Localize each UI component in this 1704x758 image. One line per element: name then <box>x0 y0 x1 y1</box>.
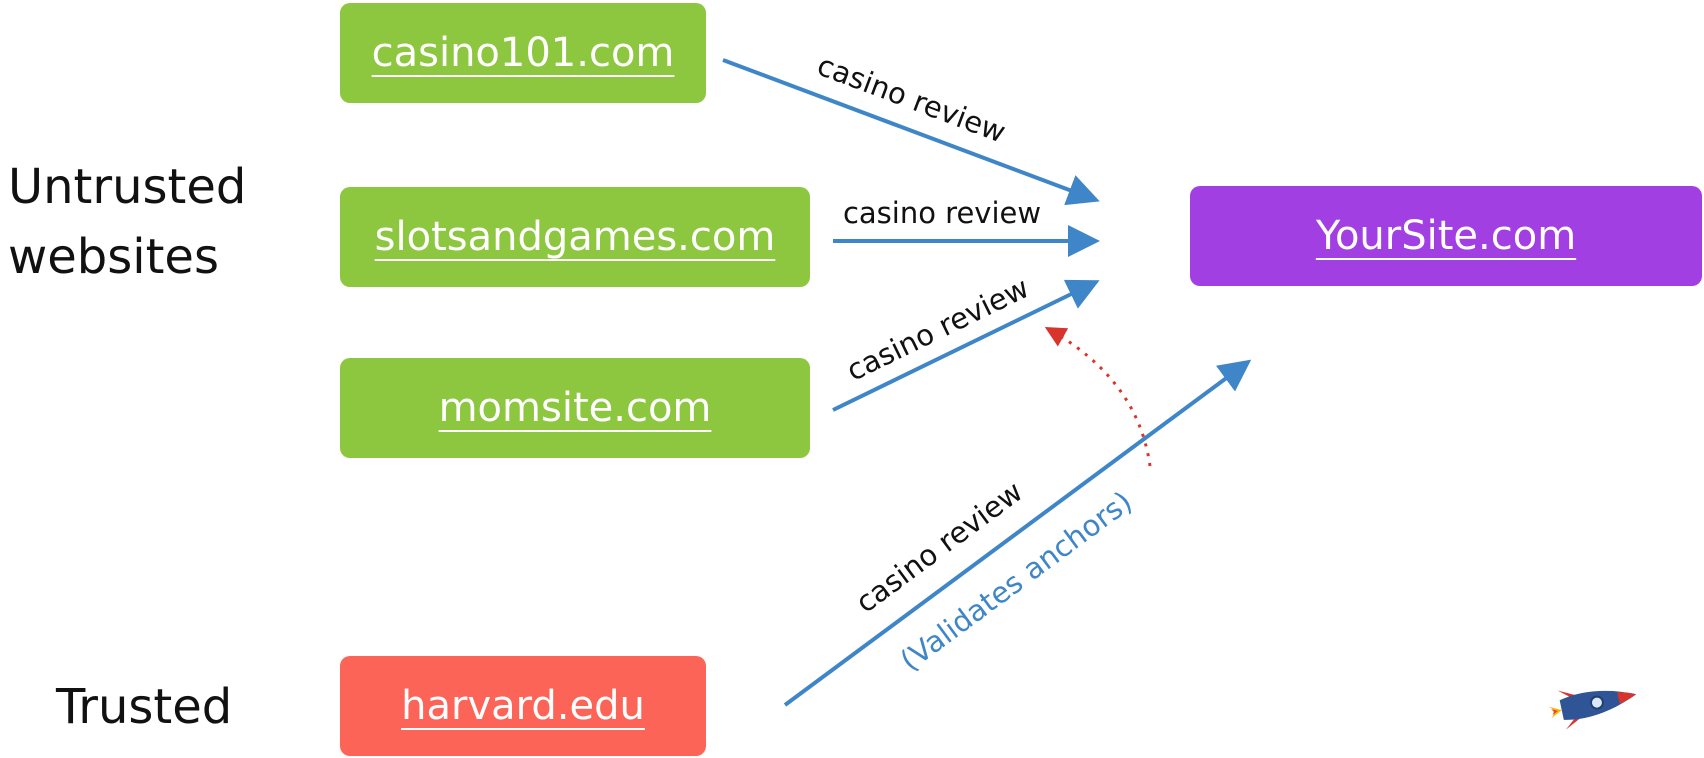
casino101-link[interactable]: casino101.com <box>371 30 675 76</box>
momsite-box: momsite.com <box>340 358 810 458</box>
harvard-link[interactable]: harvard.edu <box>401 683 645 729</box>
slotsandgames-link[interactable]: slotsandgames.com <box>374 214 776 260</box>
yoursite-box: YourSite.com <box>1190 186 1702 286</box>
rocket-icon <box>1548 690 1637 730</box>
anchor-text-momsite: casino review <box>841 270 1034 387</box>
anchor-text-slotsandgames: casino review <box>843 196 1041 230</box>
slotsandgames-box: slotsandgames.com <box>340 187 810 287</box>
trusted-group-label: Trusted <box>56 679 233 735</box>
untrusted-label-line1: Untrusted <box>8 159 247 215</box>
momsite-link[interactable]: momsite.com <box>438 385 712 431</box>
arrow-casino101-to-yoursite <box>722 58 1100 206</box>
yoursite-link[interactable]: YourSite.com <box>1315 213 1577 259</box>
validates-anchors-note: (Validates anchors) <box>894 484 1139 677</box>
anchor-text-casino101: casino review <box>813 48 1010 150</box>
untrusted-label-line2: websites <box>8 229 219 285</box>
untrusted-group-label: Untrusted websites <box>8 152 246 292</box>
arrow-momsite-to-yoursite <box>832 279 1100 412</box>
arrow-harvard-to-yoursite <box>783 359 1252 707</box>
casino101-box: casino101.com <box>340 3 706 103</box>
validation-dotted-arrow <box>1044 327 1152 467</box>
harvard-box: harvard.edu <box>340 656 706 756</box>
